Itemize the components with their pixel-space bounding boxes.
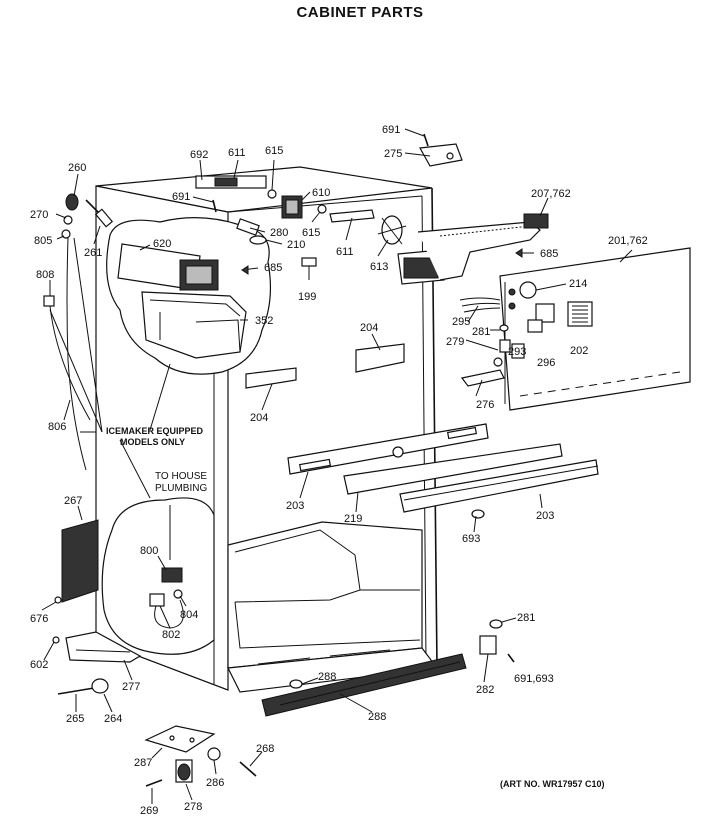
callout-611: 611 <box>228 147 246 159</box>
callout-613: 613 <box>370 261 388 273</box>
icemaker-note-line2: MODELS ONLY <box>120 437 185 447</box>
shelf-bracket-right <box>355 343 405 373</box>
shelf-rails <box>287 423 599 519</box>
water-valve-parts <box>149 505 184 629</box>
callout-202: 202 <box>570 345 588 357</box>
callout-685: 685 <box>264 262 282 274</box>
callout-802: 802 <box>162 629 180 641</box>
callout-804: 804 <box>180 609 198 621</box>
callout-295: 295 <box>452 316 470 328</box>
callout-280: 280 <box>270 227 288 239</box>
left-parts <box>43 193 142 695</box>
callout-219: 219 <box>344 513 362 525</box>
callout-201-762: 201,762 <box>608 235 648 247</box>
callout-214: 214 <box>569 278 587 290</box>
callout-203-b: 203 <box>536 510 554 522</box>
plumbing-area-outline <box>101 497 215 655</box>
callout-286: 286 <box>206 777 224 789</box>
callout-288-b: 288 <box>368 711 386 723</box>
callout-260: 260 <box>68 162 86 174</box>
callout-282: 282 <box>476 684 494 696</box>
callout-602: 602 <box>30 659 48 671</box>
callout-281-b: 281 <box>517 612 535 624</box>
plumbing-note-line1: TO HOUSE <box>155 471 207 482</box>
callout-806: 806 <box>48 421 66 433</box>
callout-207-762: 207,762 <box>531 188 571 200</box>
callout-296: 296 <box>537 357 555 369</box>
callout-199: 199 <box>298 291 316 303</box>
callout-277: 277 <box>122 681 140 693</box>
callout-805: 805 <box>34 235 52 247</box>
callout-276: 276 <box>476 399 494 411</box>
callout-270: 270 <box>30 209 48 221</box>
callout-620: 620 <box>153 238 171 250</box>
callout-269: 269 <box>140 805 158 817</box>
plumbing-note-line2: PLUMBING <box>155 483 207 494</box>
art-number: (ART NO. WR17957 C10) <box>500 779 605 789</box>
callout-610: 610 <box>312 187 330 199</box>
callout-281: 281 <box>472 326 490 338</box>
control-panel <box>459 247 691 411</box>
icemaker-assembly <box>85 199 247 359</box>
callout-808: 808 <box>36 269 54 281</box>
callout-352: 352 <box>255 315 273 327</box>
top-parts <box>195 133 549 285</box>
callout-204: 204 <box>250 412 268 424</box>
callout-275: 275 <box>384 148 402 160</box>
callout-264: 264 <box>104 713 122 725</box>
callout-692: 692 <box>190 149 208 161</box>
callout-287: 287 <box>134 757 152 769</box>
callout-268: 268 <box>256 743 274 755</box>
callout-611-b: 611 <box>336 246 354 258</box>
callout-288: 288 <box>318 671 336 683</box>
callout-615-b: 615 <box>302 227 320 239</box>
callout-676: 676 <box>30 613 48 625</box>
icemaker-note-line1: ICEMAKER EQUIPPED <box>106 426 204 436</box>
leader-lines <box>41 128 633 804</box>
callout-261: 261 <box>84 247 102 259</box>
callout-267: 267 <box>64 495 82 507</box>
callout-693: 693 <box>462 533 480 545</box>
callout-210: 210 <box>287 239 305 251</box>
callout-293: 293 <box>508 346 526 358</box>
callout-labels: 691 275 692 611 615 691 610 615 611 613 … <box>30 124 648 817</box>
callout-279: 279 <box>446 336 464 348</box>
callout-691: 691 <box>382 124 400 136</box>
callout-691-b: 691 <box>172 191 190 203</box>
bottom-parts <box>144 619 515 787</box>
callout-265: 265 <box>66 713 84 725</box>
callout-615: 615 <box>265 145 283 157</box>
shelf-bracket-left <box>245 367 297 389</box>
callout-203: 203 <box>286 500 304 512</box>
callout-800: 800 <box>140 545 158 557</box>
callout-278: 278 <box>184 801 202 813</box>
page-title: CABINET PARTS <box>296 4 424 21</box>
callout-691-693: 691,693 <box>514 673 554 685</box>
callout-204-b: 204 <box>360 322 378 334</box>
callout-685-b: 685 <box>540 248 558 260</box>
